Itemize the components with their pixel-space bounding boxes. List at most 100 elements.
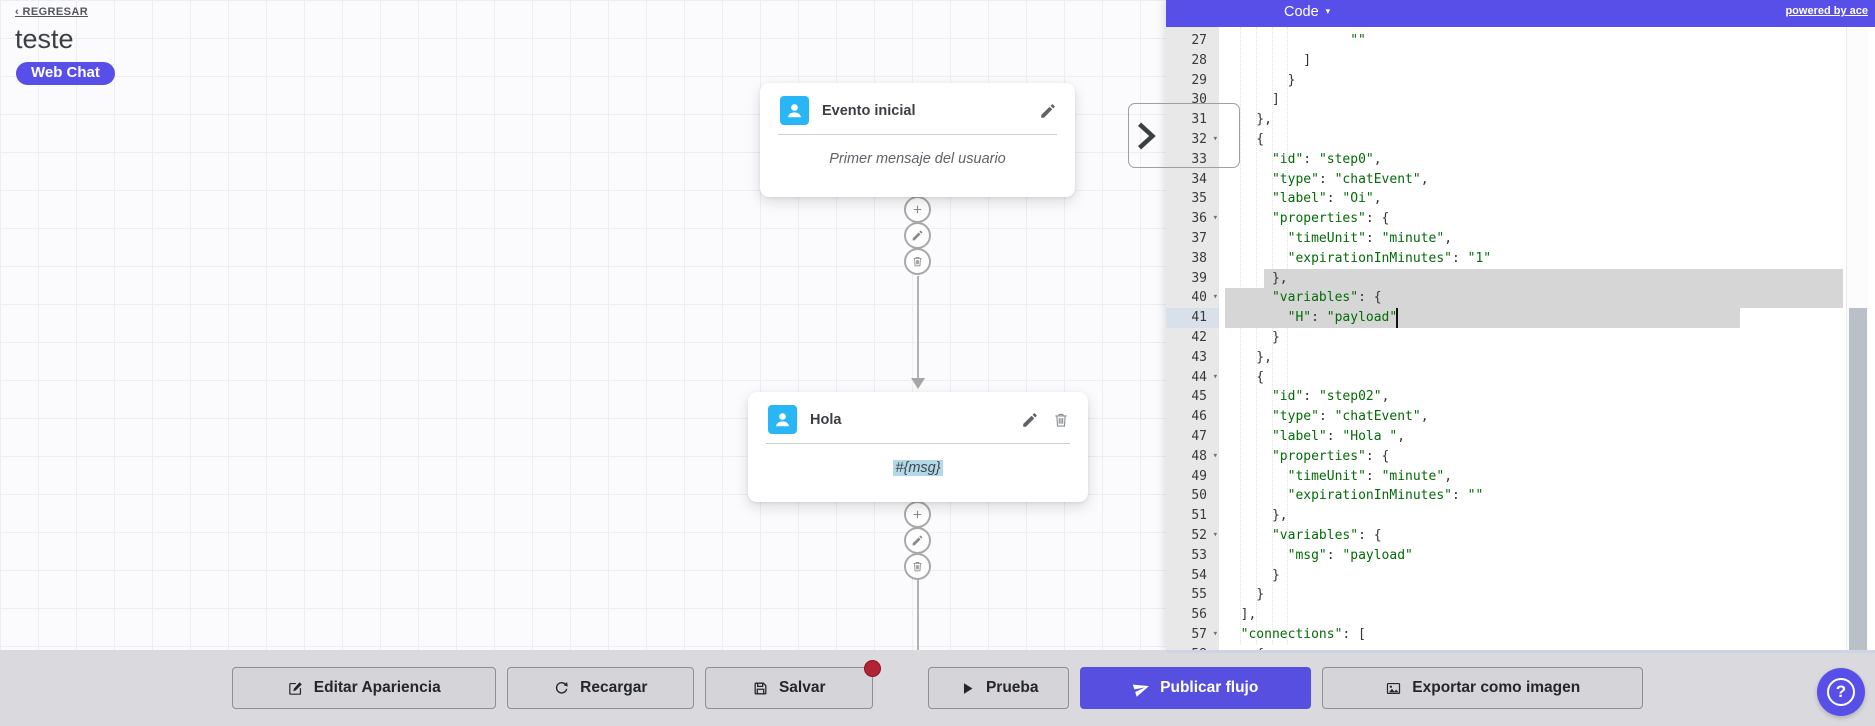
indent-guide xyxy=(1240,27,1241,645)
line-text: }, xyxy=(1225,112,1272,128)
connector-edit-button[interactable] xyxy=(904,222,931,249)
code-line-45: 45 "id": "step02", xyxy=(1166,387,1875,407)
line-text: "expirationInMinutes": "" xyxy=(1287,488,1484,504)
line-number: 57▾ xyxy=(1166,625,1219,645)
toolbar-button-editar-apariencia[interactable]: Editar Apariencia xyxy=(231,667,496,709)
connector-add-button[interactable] xyxy=(904,196,931,223)
node-edit-pencil-icon[interactable] xyxy=(1039,102,1057,120)
line-text: "id": "step0", xyxy=(1271,151,1382,167)
connector-line xyxy=(917,580,919,650)
toolbar-button-label: Recargar xyxy=(580,679,648,696)
fold-toggle-icon[interactable]: ▾ xyxy=(1212,450,1218,461)
code-line-32: 32▾ { xyxy=(1166,130,1875,150)
connector-add-button[interactable] xyxy=(904,501,931,528)
code-line-47: 47 "label": "Hola ", xyxy=(1166,427,1875,447)
fold-toggle-icon[interactable]: ▾ xyxy=(1213,645,1218,650)
line-number: 36▾ xyxy=(1166,209,1219,229)
toolbar-button-salvar[interactable]: Salvar xyxy=(704,660,881,709)
code-line-55: 55 } xyxy=(1166,585,1875,605)
panel-collapse-handle[interactable] xyxy=(1128,103,1240,168)
line-text: ] xyxy=(1225,92,1280,108)
line-text: "properties": { xyxy=(1271,211,1390,227)
code-line-54: 54 } xyxy=(1166,566,1875,586)
line-number: 50 xyxy=(1191,488,1207,504)
powered-by-ace-link[interactable]: powered by ace xyxy=(1785,5,1868,17)
node-edit-pencil-icon[interactable] xyxy=(1021,411,1039,429)
toolbar-button-exportar-como-imagen[interactable]: Exportar como imagen xyxy=(1322,667,1644,709)
selection-highlight xyxy=(1225,308,1740,328)
code-line-28: 28 ] xyxy=(1166,51,1875,71)
connector-actions-hola xyxy=(904,501,931,580)
line-text: "label": "Hola ", xyxy=(1271,429,1406,444)
toolbar-button-publicar-flujo[interactable]: Publicar flujo xyxy=(1080,667,1312,709)
code-editor-panel[interactable]: Code▾ powered by ace 27 ""28 ]29 }30 ]31… xyxy=(1166,0,1875,650)
code-line-35: 35 "label": "Oi", xyxy=(1166,189,1875,209)
code-gutter xyxy=(1166,27,1219,650)
line-number: 37 xyxy=(1191,231,1207,246)
line-text: ] xyxy=(1225,52,1312,68)
fold-toggle-icon[interactable]: ▾ xyxy=(1212,134,1218,144)
node-title: Hola xyxy=(810,411,842,428)
code-mode-dropdown[interactable]: Code▾ xyxy=(1284,4,1330,20)
fold-toggle-icon[interactable]: ▾ xyxy=(1212,213,1218,224)
line-text: "id": "step02", xyxy=(1271,389,1390,405)
line-text: } xyxy=(1225,72,1296,88)
code-line-42: 42 } xyxy=(1166,328,1875,348)
fold-toggle-icon[interactable]: ▾ xyxy=(1212,371,1218,382)
code-scrollbar-thumb[interactable] xyxy=(1849,308,1867,650)
line-number: 42 xyxy=(1191,330,1207,345)
help-button[interactable]: ? xyxy=(1817,668,1865,716)
back-link[interactable]: ‹ REGRESAR xyxy=(15,6,89,18)
line-number: 40▾ xyxy=(1166,288,1219,308)
toolbar-button-label: Publicar flujo xyxy=(1160,679,1259,696)
person-icon xyxy=(780,96,809,125)
connector-line xyxy=(917,276,919,378)
line-text: "type": "chatEvent", xyxy=(1271,409,1429,425)
flow-node-evento-inicial[interactable]: Evento inicial Primer mensaje del usuari… xyxy=(760,83,1075,197)
code-line-43: 43 }, xyxy=(1166,348,1875,368)
connector-edit-button[interactable] xyxy=(904,527,931,554)
toolbar-button-label: Salvar xyxy=(778,679,826,696)
indent-guide xyxy=(1287,27,1288,645)
toolbar-button-recargar[interactable]: Recargar xyxy=(506,667,694,709)
question-mark-icon: ? xyxy=(1827,678,1855,706)
connector-delete-button[interactable] xyxy=(904,248,931,275)
line-text: "connections": [ xyxy=(1240,627,1366,642)
connector-delete-button[interactable] xyxy=(904,553,931,580)
selection-highlight xyxy=(1225,288,1843,309)
line-number: 55 xyxy=(1191,587,1207,603)
toolbar-button-prueba[interactable]: Prueba xyxy=(928,667,1070,709)
line-text: "label": "Oi", xyxy=(1271,191,1382,207)
line-text: }, xyxy=(1225,270,1288,286)
play-icon xyxy=(959,680,976,697)
flow-node-hola[interactable]: Hola #{msg} xyxy=(748,392,1088,502)
fold-toggle-icon[interactable]: ▾ xyxy=(1212,530,1218,540)
toolbar-button-label: Editar Apariencia xyxy=(313,679,441,696)
chevron-down-icon: ▾ xyxy=(1325,6,1331,16)
code-line-44: 44▾ { xyxy=(1166,368,1875,388)
fold-toggle-icon[interactable]: ▾ xyxy=(1212,292,1218,303)
line-text: }, xyxy=(1225,349,1272,365)
fold-toggle-icon[interactable]: ▾ xyxy=(1212,629,1218,639)
line-number: 49 xyxy=(1191,468,1207,484)
toolbar-button-label: Exportar como imagen xyxy=(1412,679,1581,696)
code-line-57: 57▾ "connections": [ xyxy=(1166,625,1875,645)
line-number: 27 xyxy=(1191,33,1207,48)
line-text: { xyxy=(1225,369,1265,385)
code-line-27: 27 "" xyxy=(1166,31,1875,51)
image-icon xyxy=(1385,680,1402,697)
code-line-33: 33 "id": "step0", xyxy=(1166,150,1875,170)
line-number: 56 xyxy=(1191,607,1207,623)
node-title: Evento inicial xyxy=(822,102,916,119)
line-text: } xyxy=(1225,330,1280,345)
line-number: 54 xyxy=(1191,567,1207,583)
line-text: "timeUnit": "minute", xyxy=(1287,468,1453,484)
node-body-text: #{msg} xyxy=(893,460,943,476)
bottom-toolbar: Editar Apariencia Recargar Salvar Prueba Pub… xyxy=(0,650,1875,726)
code-line-30: 30 ] xyxy=(1166,90,1875,110)
node-header: Hola xyxy=(748,392,1088,443)
selection-highlight xyxy=(1264,268,1843,289)
code-scrollbar-track[interactable] xyxy=(1846,27,1868,650)
code-editor-content[interactable]: 27 ""28 ]29 }30 ]31 },32▾ {33 "id": "ste… xyxy=(1166,27,1875,650)
node-delete-trash-icon[interactable] xyxy=(1052,411,1070,429)
